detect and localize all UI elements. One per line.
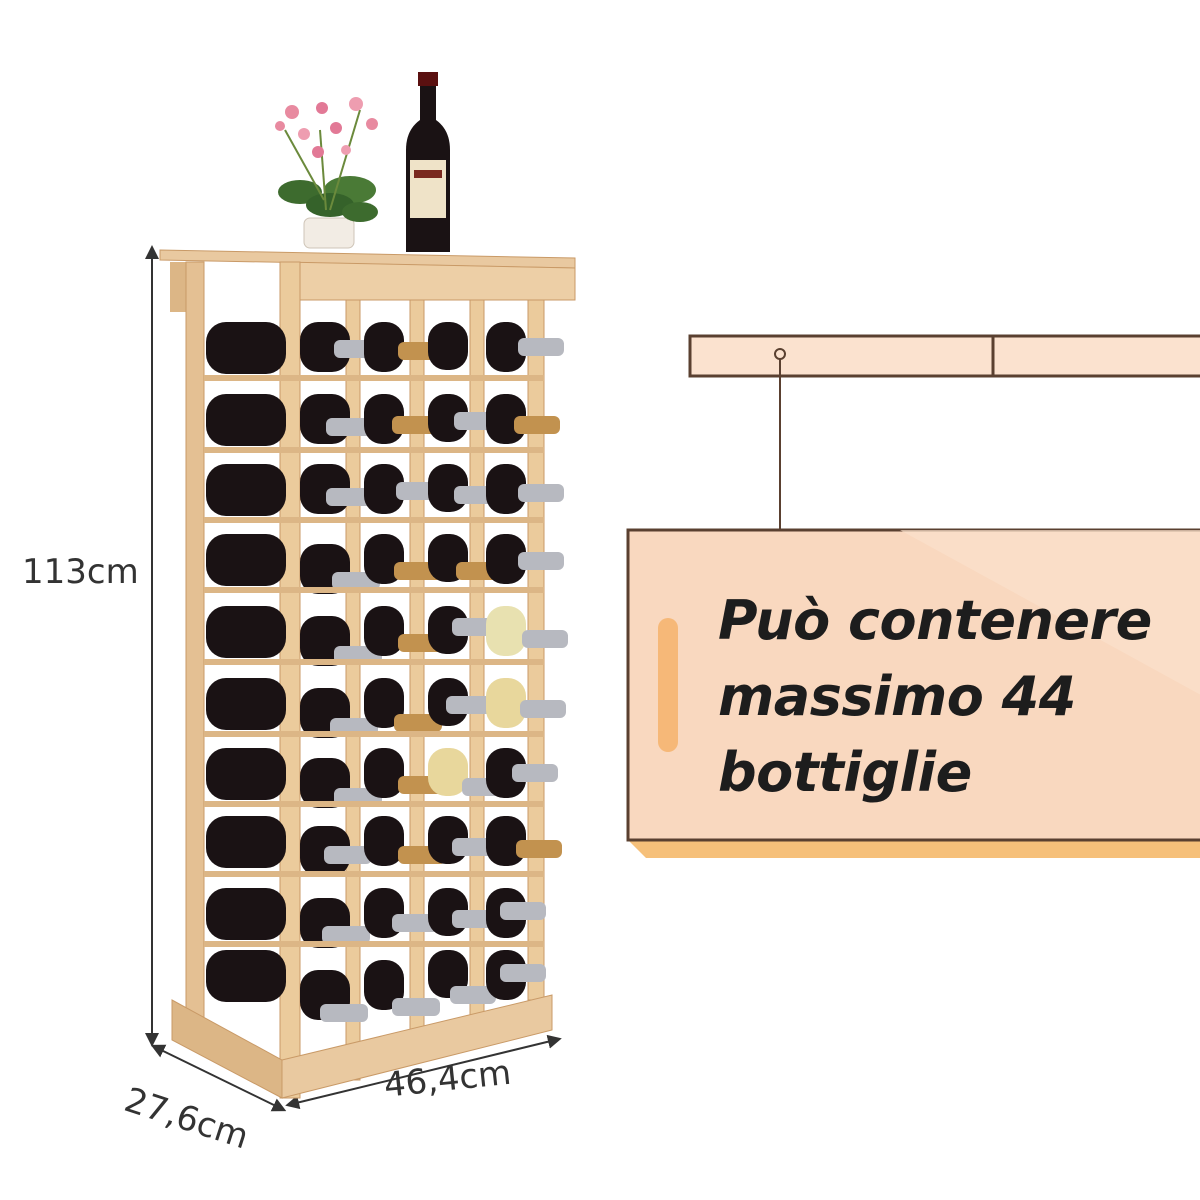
- callout-top-bar: [688, 334, 1200, 378]
- callout-line-3: bottiglie: [718, 741, 972, 804]
- bottle-row: [206, 888, 546, 948]
- bottle-row: [206, 394, 560, 446]
- callout-panel-shadow: [628, 840, 1200, 858]
- standing-wine-bottle: [406, 72, 450, 252]
- height-label: 113cm: [22, 552, 139, 592]
- callout-line-2: massimo 44: [718, 665, 1076, 728]
- callout-text: Può contenere massimo 44 bottiglie: [718, 583, 1188, 811]
- bottle-row: [206, 606, 568, 666]
- bottle-row: [206, 816, 562, 876]
- bottle-row: [206, 678, 566, 738]
- bottle-row: [206, 534, 564, 594]
- callout-accent-bar: [658, 618, 678, 752]
- flower-pot: [275, 97, 378, 249]
- depth-dimension-line: [150, 1044, 287, 1112]
- bottle-row: [206, 322, 564, 374]
- bottle-row: [206, 950, 546, 1022]
- bottle-rows: [204, 322, 568, 1022]
- bottle-row: [206, 464, 564, 516]
- width-dimension-line: [285, 1034, 562, 1110]
- bottle-row: [206, 748, 558, 808]
- callout-line-1: Può contenere: [718, 589, 1152, 652]
